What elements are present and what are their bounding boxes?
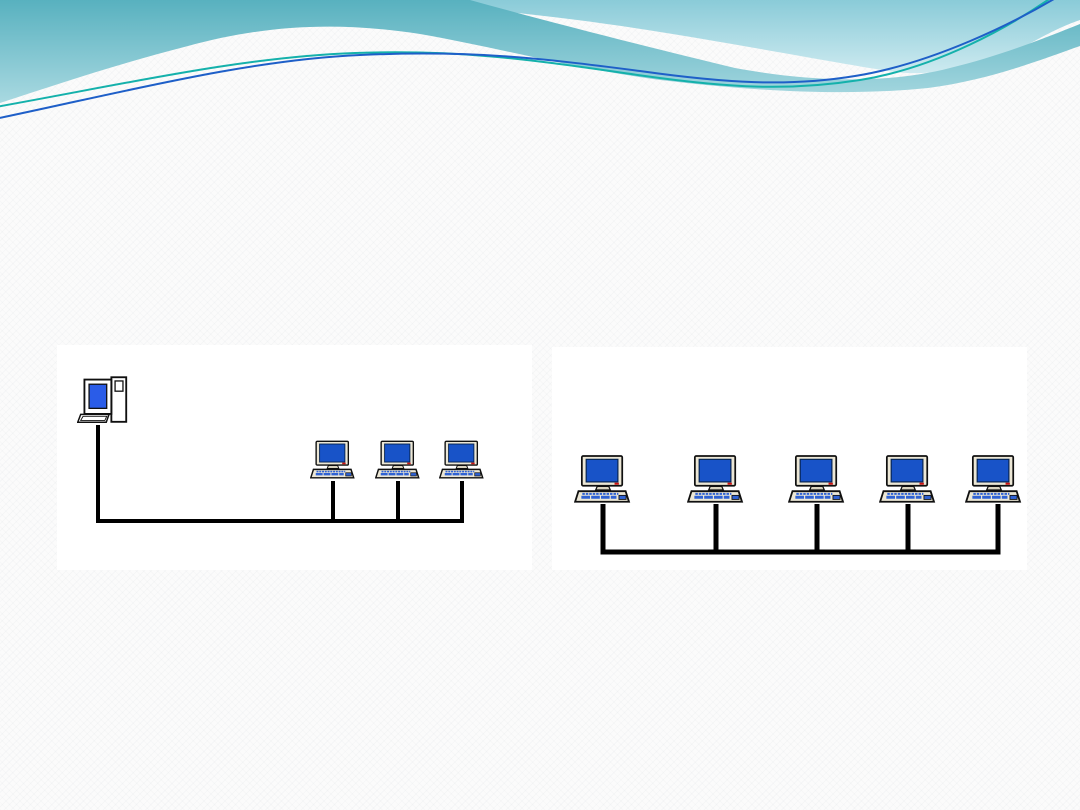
accent-curve-teal: [0, 0, 1050, 108]
node-layer: [77, 376, 484, 480]
server-icon: [77, 376, 128, 424]
wave-light-shape: [330, 0, 1080, 74]
bus-cable: [600, 504, 1001, 555]
pc-icon: [879, 455, 936, 504]
pc-icon: [965, 455, 1022, 504]
wave-dark-shape: [0, 0, 1080, 103]
pc-icon: [439, 440, 484, 480]
accent-curve-blue: [0, 0, 1055, 119]
diagram-panel-left: [57, 345, 532, 570]
bus-network-diagram-server: [77, 376, 484, 523]
node-layer: [574, 455, 1022, 504]
pc-icon: [375, 440, 420, 480]
bus-network-diagram-workstations: [574, 455, 1022, 555]
decorative-wave-header: [0, 0, 1080, 119]
bus-cable: [96, 425, 464, 523]
pc-icon: [574, 455, 631, 504]
pc-icon: [310, 440, 355, 480]
pc-icon: [687, 455, 744, 504]
pc-icon: [788, 455, 845, 504]
cable-layer: [600, 504, 1001, 555]
cable-layer: [96, 425, 464, 523]
diagram-panel-right: [552, 347, 1027, 570]
